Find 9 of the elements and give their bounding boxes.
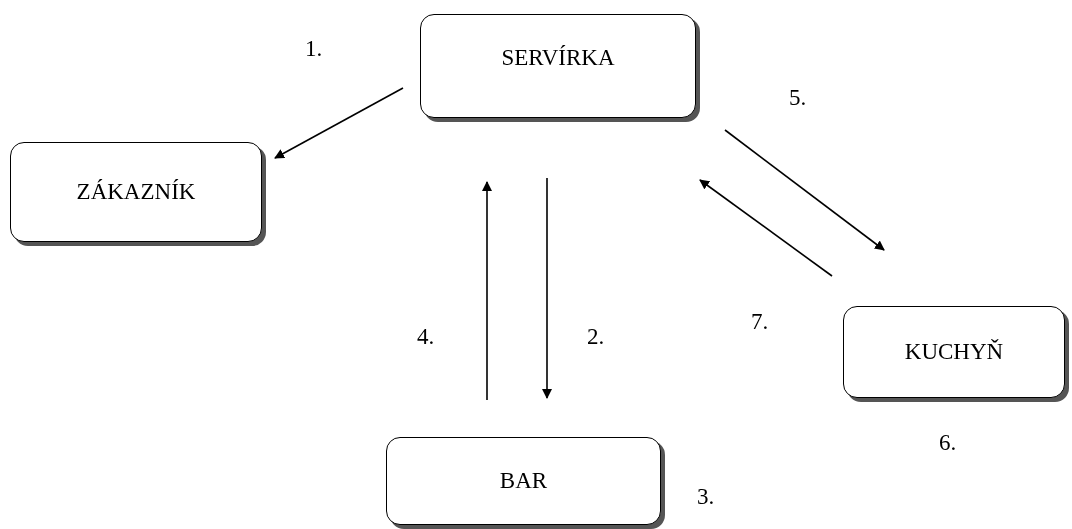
arrow (724, 129, 885, 251)
arrow (274, 87, 404, 159)
node-label: KUCHYŇ (904, 339, 1004, 365)
arrow (482, 181, 492, 401)
node-label: SERVÍRKA (501, 45, 615, 71)
arrow (542, 177, 552, 399)
node-label: BAR (499, 468, 548, 494)
arrow (699, 179, 833, 277)
node-label: ZÁKAZNÍK (76, 179, 196, 205)
